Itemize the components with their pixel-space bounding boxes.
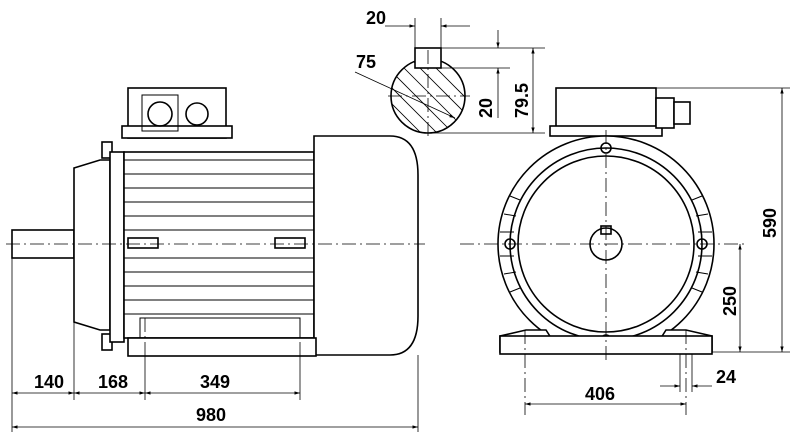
end-cable-gland [655, 97, 675, 129]
dim-590-label: 590 [760, 208, 780, 238]
dim-key-depth-label: 20 [476, 98, 496, 118]
end-view: 406 24 250 590 [460, 87, 790, 415]
side-view: 140 168 349 980 [6, 87, 425, 432]
end-cable-gland-nut [673, 101, 691, 125]
dim-168-label: 168 [98, 372, 128, 392]
dim-250-label: 250 [720, 286, 740, 316]
eye-right [274, 237, 306, 249]
mounting-foot [127, 337, 317, 357]
cooling-fins [124, 159, 314, 315]
shaft-section-circle [390, 58, 466, 134]
flange-ring [109, 151, 125, 343]
dim-140-label: 140 [34, 372, 64, 392]
dim-key-width-label: 20 [366, 8, 386, 28]
end-shield [73, 159, 111, 331]
dim-980-label: 980 [196, 405, 226, 425]
dim-406-label: 406 [585, 384, 615, 404]
gland-nut [141, 94, 179, 132]
eye-left [127, 237, 159, 249]
dim-349-label: 349 [200, 372, 230, 392]
cable-gland-1 [147, 101, 173, 127]
dim-24-label: 24 [716, 367, 736, 387]
cable-gland-2 [185, 102, 209, 126]
fan-cover [313, 135, 419, 356]
dim-shaft-dia-label: 75 [356, 52, 376, 72]
dim-key-height-label: 79.5 [512, 83, 532, 118]
bolt-top [101, 141, 113, 159]
stator-body [123, 151, 315, 339]
terminal-box-base [121, 125, 233, 139]
end-fins [500, 195, 712, 293]
dim-line-shaft-dia [354, 71, 456, 119]
end-terminal-box [555, 87, 657, 133]
